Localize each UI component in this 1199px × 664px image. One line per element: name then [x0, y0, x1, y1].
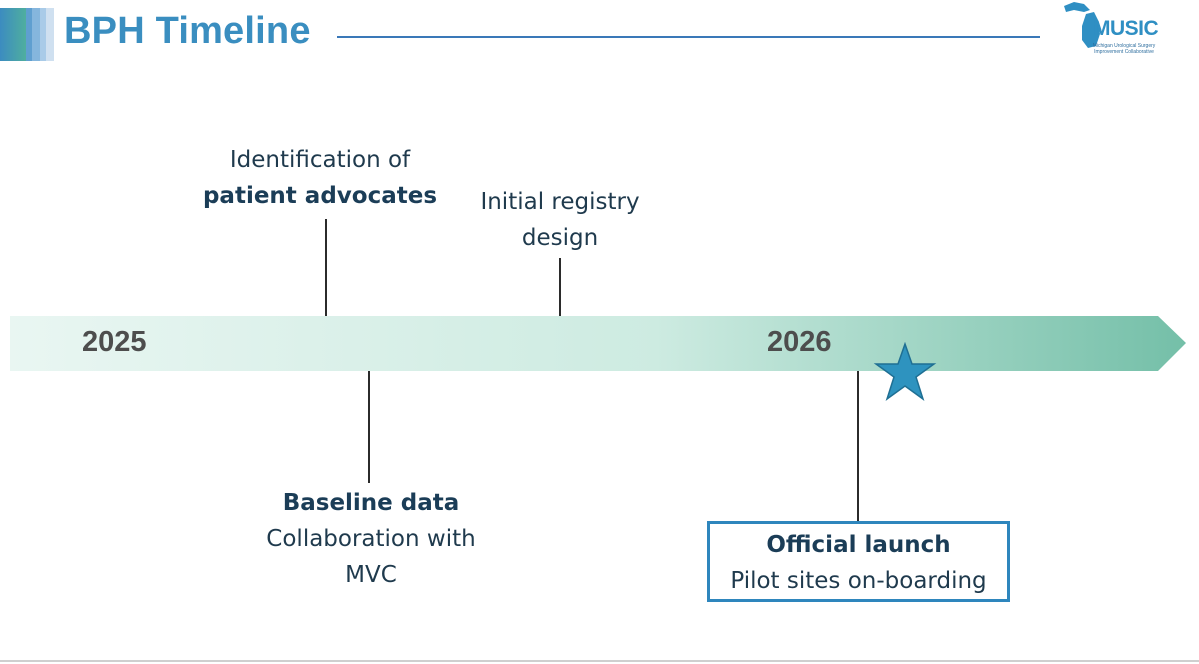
milestone-text: Pilot sites on-boarding	[730, 568, 987, 594]
milestone-patient-advocates: Identification of patient advocates	[190, 142, 450, 214]
milestone-emphasis: Baseline data	[282, 490, 460, 516]
milestone-text: MVC	[345, 562, 397, 588]
year-label-2026: 2026	[767, 326, 832, 358]
timeline-arrow	[10, 316, 1186, 371]
slide-bottom-border	[0, 660, 1199, 662]
logo-subtitle: Michigan Urological Surgery Improvement …	[1092, 43, 1156, 55]
milestone-emphasis: Official launch	[766, 532, 951, 558]
michigan-map-logo-icon	[1064, 2, 1100, 48]
milestone-tick-baseline-data	[368, 371, 370, 483]
milestone-text: Identification of	[229, 147, 411, 173]
milestone-tick-patient-advocates	[325, 219, 327, 316]
milestone-registry-design: Initial registry design	[460, 184, 660, 256]
star-icon	[873, 342, 937, 401]
title-divider	[337, 36, 1040, 38]
milestone-tick-official-launch	[857, 371, 859, 521]
milestone-text: design	[521, 225, 599, 251]
milestone-text: Initial registry	[480, 189, 640, 215]
page-title: BPH Timeline	[64, 10, 311, 52]
milestone-tick-registry-design	[559, 258, 561, 316]
milestone-text: Collaboration with	[266, 526, 476, 552]
milestone-emphasis: patient advocates	[202, 183, 438, 209]
official-launch-box: Official launch Pilot sites on-boarding	[707, 521, 1010, 602]
corner-accent-bars	[0, 8, 54, 61]
milestone-baseline-data: Baseline data Collaboration with MVC	[230, 485, 512, 593]
year-label-2025: 2025	[82, 326, 147, 358]
logo-wordmark: MUSIC	[1093, 17, 1159, 40]
